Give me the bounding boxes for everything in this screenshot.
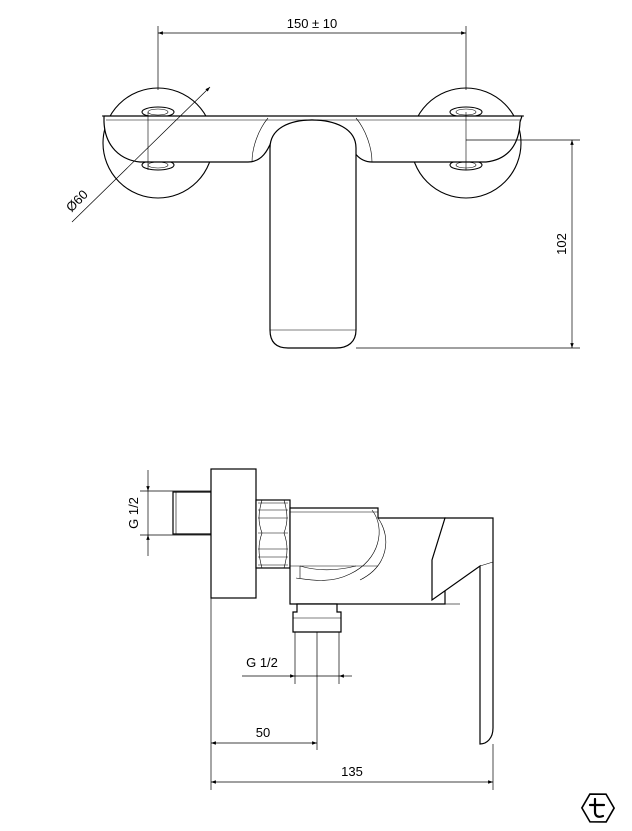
- dim-height: 102: [554, 233, 569, 255]
- dim-inlet-thread: G 1/2: [126, 497, 141, 529]
- front-view: 150 ± 10 Ø60 102: [63, 16, 580, 349]
- lever-front: [269, 119, 357, 349]
- outlet-nipple: [292, 603, 342, 633]
- dim-rosette-diameter: Ø60: [63, 187, 91, 215]
- side-view: G 1/2 G 1/2 50 135: [126, 468, 494, 790]
- dim-total-depth: 135: [341, 764, 363, 779]
- hex-nut: [255, 499, 291, 569]
- rosette-side: [210, 468, 257, 599]
- lever-side: [431, 517, 494, 745]
- t-logo-icon: [580, 793, 616, 823]
- dim-outlet-thread: G 1/2: [246, 655, 278, 670]
- dim-center-distance: 150 ± 10: [287, 16, 338, 31]
- mixer-body-side: [289, 507, 446, 605]
- inlet-nipple: [172, 491, 212, 535]
- dim-wall-to-outlet: 50: [256, 725, 270, 740]
